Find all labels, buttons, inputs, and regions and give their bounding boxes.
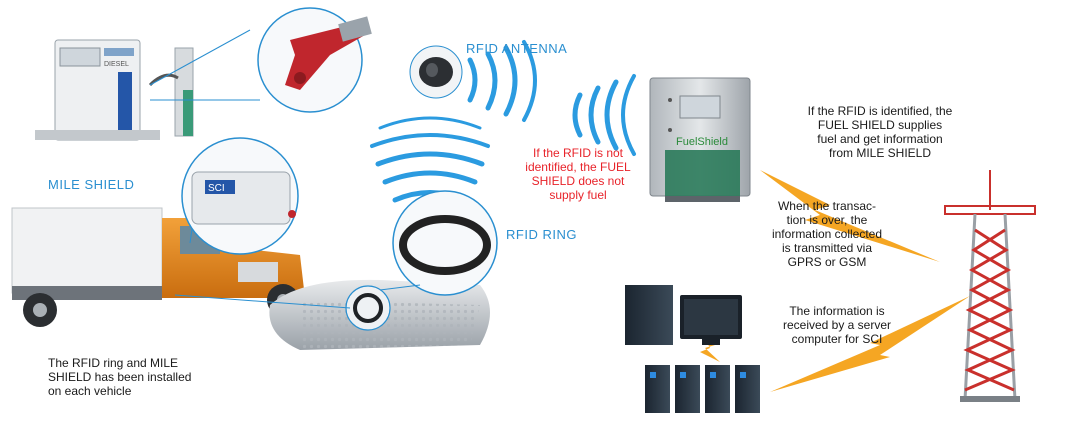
fuel-tank: [174, 279, 490, 350]
installed-note: The RFID ring and MILE SHIELD has been i…: [48, 356, 192, 398]
rfid-ring-label: RFID RING: [506, 227, 577, 242]
fuel-pump: DIESEL: [35, 39, 194, 141]
nozzle-callout: [149, 7, 372, 113]
fuel-shield-cabinet: FuelShield: [649, 77, 751, 202]
rfid-antenna-device: [409, 45, 463, 99]
transaction-note: When the transac- tion is over, the info…: [771, 199, 883, 269]
antenna-signal-waves: [467, 40, 537, 122]
identified-note: If the RFID is identified, the FUEL SHIE…: [807, 104, 953, 160]
cell-tower: [944, 170, 1036, 402]
svg-text:FuelShield: FuelShield: [676, 136, 728, 148]
mile-shield-label: MILE SHIELD: [48, 177, 135, 192]
rfid-antenna-label: RFID ANTENNA: [466, 41, 568, 56]
server-computer: [625, 285, 760, 413]
svg-text:DIESEL: DIESEL: [104, 61, 129, 68]
server-note: The information is received by a server …: [782, 304, 892, 346]
ring-signal-waves: [370, 116, 490, 203]
truck: [11, 207, 305, 327]
not-identified-note: If the RFID is not identified, the FUEL …: [525, 146, 631, 202]
svg-text:SCI: SCI: [208, 183, 225, 194]
mile-shield-callout: SCI: [181, 137, 299, 255]
rfid-ring-callout: [379, 190, 498, 296]
cabinet-signal-waves: [572, 74, 636, 156]
